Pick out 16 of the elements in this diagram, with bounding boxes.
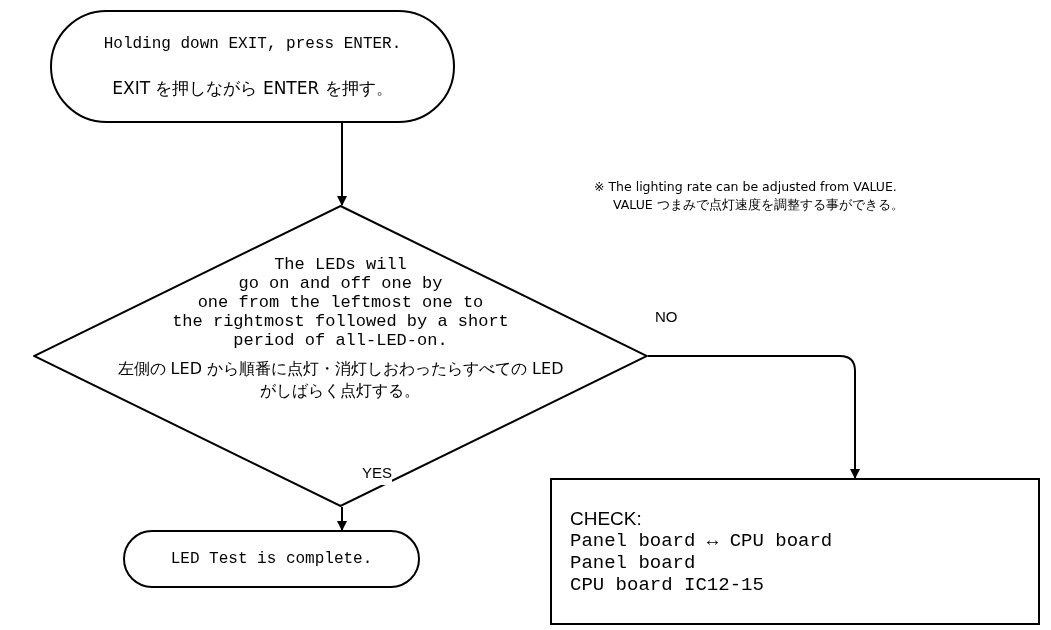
note-text: VALUE つまみで点灯速度を調整する事ができる。 [612,196,904,214]
terminal-shape [123,530,420,588]
box-heading: CHECK: [570,507,643,530]
process-box [550,478,1040,625]
arrow [337,122,347,206]
note-text: ※ The lighting rate can be adjusted from VALUE. [594,178,898,196]
arrow [337,506,347,531]
decision-text: 左側の LED から順番に点灯・消灯しおわったらすべての LED がしばらく点灯する。 [116,358,565,402]
terminal-text: Holding down EXIT, press ENTER. [103,33,402,55]
arrow [647,355,860,479]
terminal-text: LED Test is complete. [170,549,373,570]
box-text: Panel board ↔ CPU board [570,529,834,552]
box-text: Panel board [570,551,697,574]
terminal-text: EXIT を押しながら ENTER を押す。 [112,76,393,100]
decision-text: The LEDs will go on and off one by one from the leftmost one to the rightmost followed by a short period of all-LED-on. [171,255,510,350]
box-text: CPU board IC12-15 [570,573,765,596]
